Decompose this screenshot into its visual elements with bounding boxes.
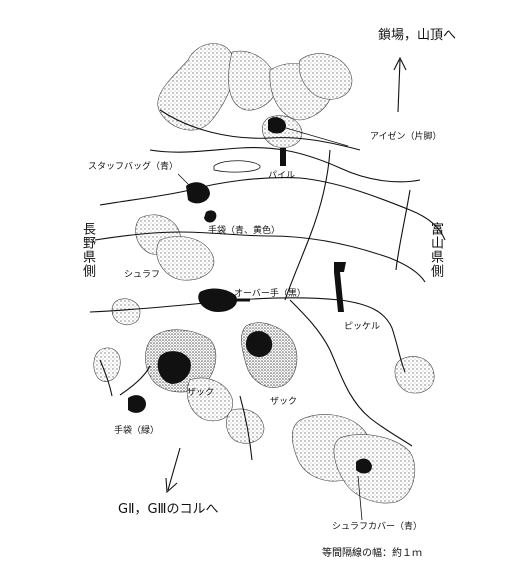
direction-south-label: GⅡ，GⅢのコルへ [118, 502, 219, 517]
sleeping-bag-cover-leader-line [357, 475, 363, 521]
item-label-ice-axe: ピッケル [344, 322, 381, 332]
stuff-bag-marker [186, 182, 210, 204]
rock-southeast-2 [333, 434, 416, 504]
contour-line [289, 299, 413, 447]
item-label-sleeping-bag-cover: シュラフカバー（青） [332, 522, 423, 532]
contour-line [159, 109, 361, 151]
item-label-sack-2: ザック [270, 397, 298, 407]
contour-line [239, 395, 253, 461]
rock-south-2 [186, 377, 233, 422]
contour-line [395, 189, 411, 271]
contour-line [89, 297, 406, 373]
rock-west-2 [156, 236, 215, 281]
item-label-sleeping-bag: シュラフ [124, 270, 161, 280]
sack-2-marker [245, 331, 273, 358]
aizen-marker [268, 117, 286, 134]
rock-center-sack-2 [241, 322, 298, 388]
direction-arrows [165, 56, 407, 494]
item-markers [128, 117, 372, 521]
contour-interval-legend: 等間隔線の幅：約１ｍ [322, 548, 422, 559]
direction-west-label: 長野県側 [80, 222, 95, 278]
contour-line [119, 365, 151, 396]
stuff-bag-leader-line [177, 173, 191, 187]
rock-outcrops [93, 43, 435, 504]
gloves-green-marker [128, 395, 146, 413]
rock-west-3 [111, 298, 141, 325]
contour-lines [89, 109, 446, 461]
ice-axe-marker [334, 262, 346, 312]
piton-marker [280, 148, 286, 166]
sleeping-bag-cover-marker [356, 458, 372, 474]
sack-1-marker [157, 351, 191, 384]
item-label-over-mitten: オーバー手（黒） [234, 289, 306, 299]
aizen-leader-line [285, 127, 349, 147]
item-label-aizen: アイゼン（片脚） [370, 132, 442, 142]
rock-north-2 [228, 50, 278, 111]
rock-south-3 [226, 408, 265, 444]
rock-north-1 [157, 43, 235, 131]
rock-south-1 [93, 347, 121, 382]
item-label-gloves-green: 手袋（緑） [114, 426, 160, 436]
contour-line [99, 177, 446, 241]
rock-north-4 [298, 53, 353, 100]
contour-line [99, 359, 113, 397]
over-mitten-marker [198, 288, 238, 312]
contour-line [149, 147, 421, 183]
piton-loop-line [213, 160, 261, 173]
item-label-piton: パイル [268, 171, 296, 181]
arrow-north [393, 56, 407, 113]
direction-north-label: 鎖場，山頂へ [378, 28, 457, 43]
item-label-gloves-blue-yellow: 手袋（青、黄色） [208, 226, 281, 236]
item-label-stuff-bag: スタッフバッグ（青） [88, 162, 179, 172]
direction-east-label: 富山県側 [428, 222, 443, 278]
gloves-blue-yellow-marker [204, 210, 217, 223]
arrow-south [165, 447, 181, 494]
contour-line [284, 149, 331, 301]
item-label-sack-1: ザック [187, 388, 215, 398]
rock-east-1 [394, 356, 435, 394]
